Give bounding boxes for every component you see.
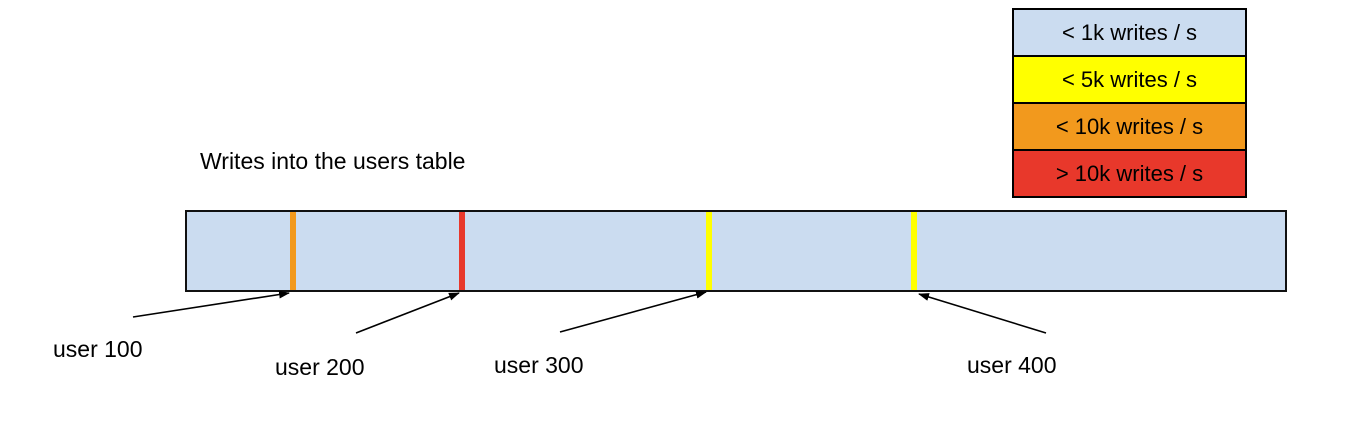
legend-item-lt-10k: < 10k writes / s [1012, 102, 1247, 151]
arrow-user-200 [355, 292, 460, 334]
label-user-200: user 200 [275, 354, 365, 380]
legend-item-label: < 5k writes / s [1061, 66, 1198, 92]
hotspot-marker-user-400 [911, 212, 917, 290]
diagram-title: Writes into the users table [200, 148, 466, 174]
arrow-user-400 [918, 293, 1047, 334]
arrow-user-100 [132, 290, 290, 318]
legend-item-gt-10k: > 10k writes / s [1012, 149, 1247, 198]
label-user-300: user 300 [494, 352, 584, 378]
label-user-100: user 100 [53, 336, 143, 362]
legend-item-lt-1k: < 1k writes / s [1012, 8, 1247, 57]
hotspot-marker-user-100 [290, 212, 296, 290]
legend: < 1k writes / s < 5k writes / s < 10k wr… [1012, 8, 1247, 198]
hotspot-marker-user-300 [706, 212, 712, 290]
legend-item-lt-5k: < 5k writes / s [1012, 55, 1247, 104]
label-user-400: user 400 [967, 352, 1057, 378]
legend-item-label: > 10k writes / s [1055, 160, 1204, 186]
legend-item-label: < 10k writes / s [1055, 113, 1204, 139]
legend-item-label: < 1k writes / s [1061, 19, 1198, 45]
hotspot-marker-user-200 [459, 212, 465, 290]
arrow-user-300 [559, 290, 707, 333]
users-table-bar [185, 210, 1287, 292]
